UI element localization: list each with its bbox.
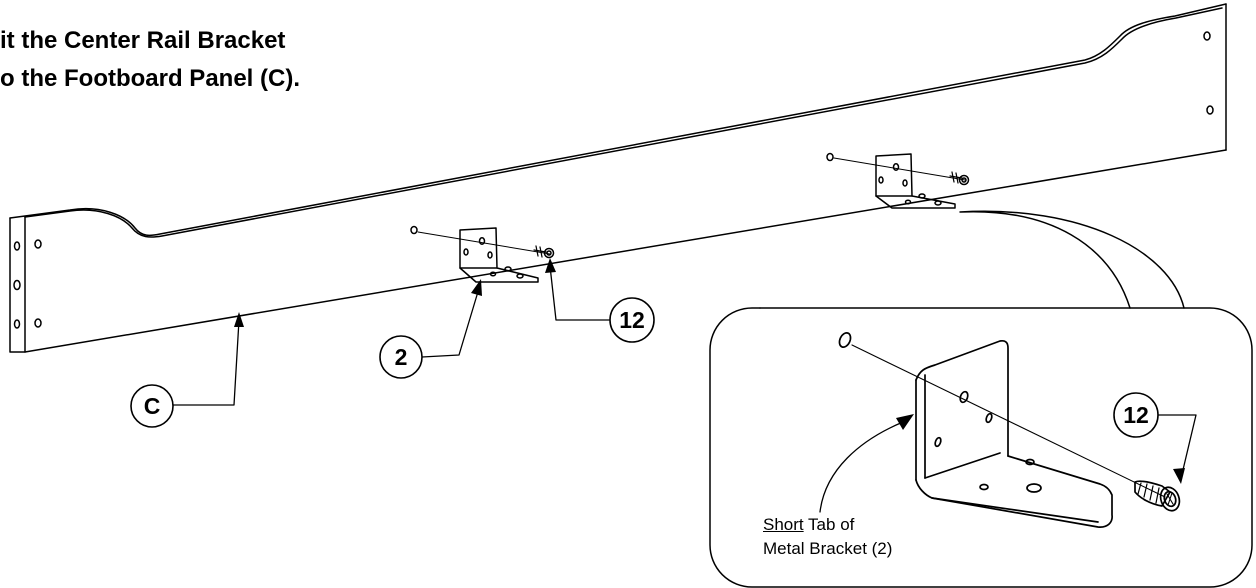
callout-c-label: C — [144, 393, 161, 419]
arrow-to-panel — [234, 312, 244, 327]
detail-note-line-1: Short Tab of — [763, 514, 854, 536]
arrow-to-screw — [545, 258, 556, 273]
arrow-to-bracket — [471, 279, 482, 296]
footboard-panel — [9, 3, 1227, 353]
detail-bracket — [838, 332, 1181, 528]
callout-circle-12-detail — [1113, 392, 1159, 438]
callout-circle-c — [130, 384, 174, 428]
detail-note-rest: Tab of — [803, 515, 855, 534]
detail-window — [709, 210, 1253, 588]
bracket-right — [826, 152, 970, 209]
arrow-to-detail-screw — [1173, 468, 1185, 484]
callout-circle-12 — [609, 297, 655, 343]
instruction-line-2: o the Footboard Panel (C). — [0, 65, 300, 92]
callout-circle-2 — [379, 335, 423, 379]
detail-note-underlined: Short — [763, 515, 804, 534]
callout-circles — [130, 297, 1159, 438]
detail-note-line-2: Metal Bracket (2) — [763, 539, 893, 558]
callout-12-detail-label: 12 — [1123, 402, 1149, 428]
callout-12-label: 12 — [619, 307, 645, 333]
instruction-line-1: it the Center Rail Bracket — [0, 27, 286, 54]
arrowheads — [234, 258, 1185, 484]
bracket-center — [410, 225, 555, 283]
callout-2-label: 2 — [395, 344, 408, 370]
arrow-to-short-tab — [896, 414, 914, 430]
